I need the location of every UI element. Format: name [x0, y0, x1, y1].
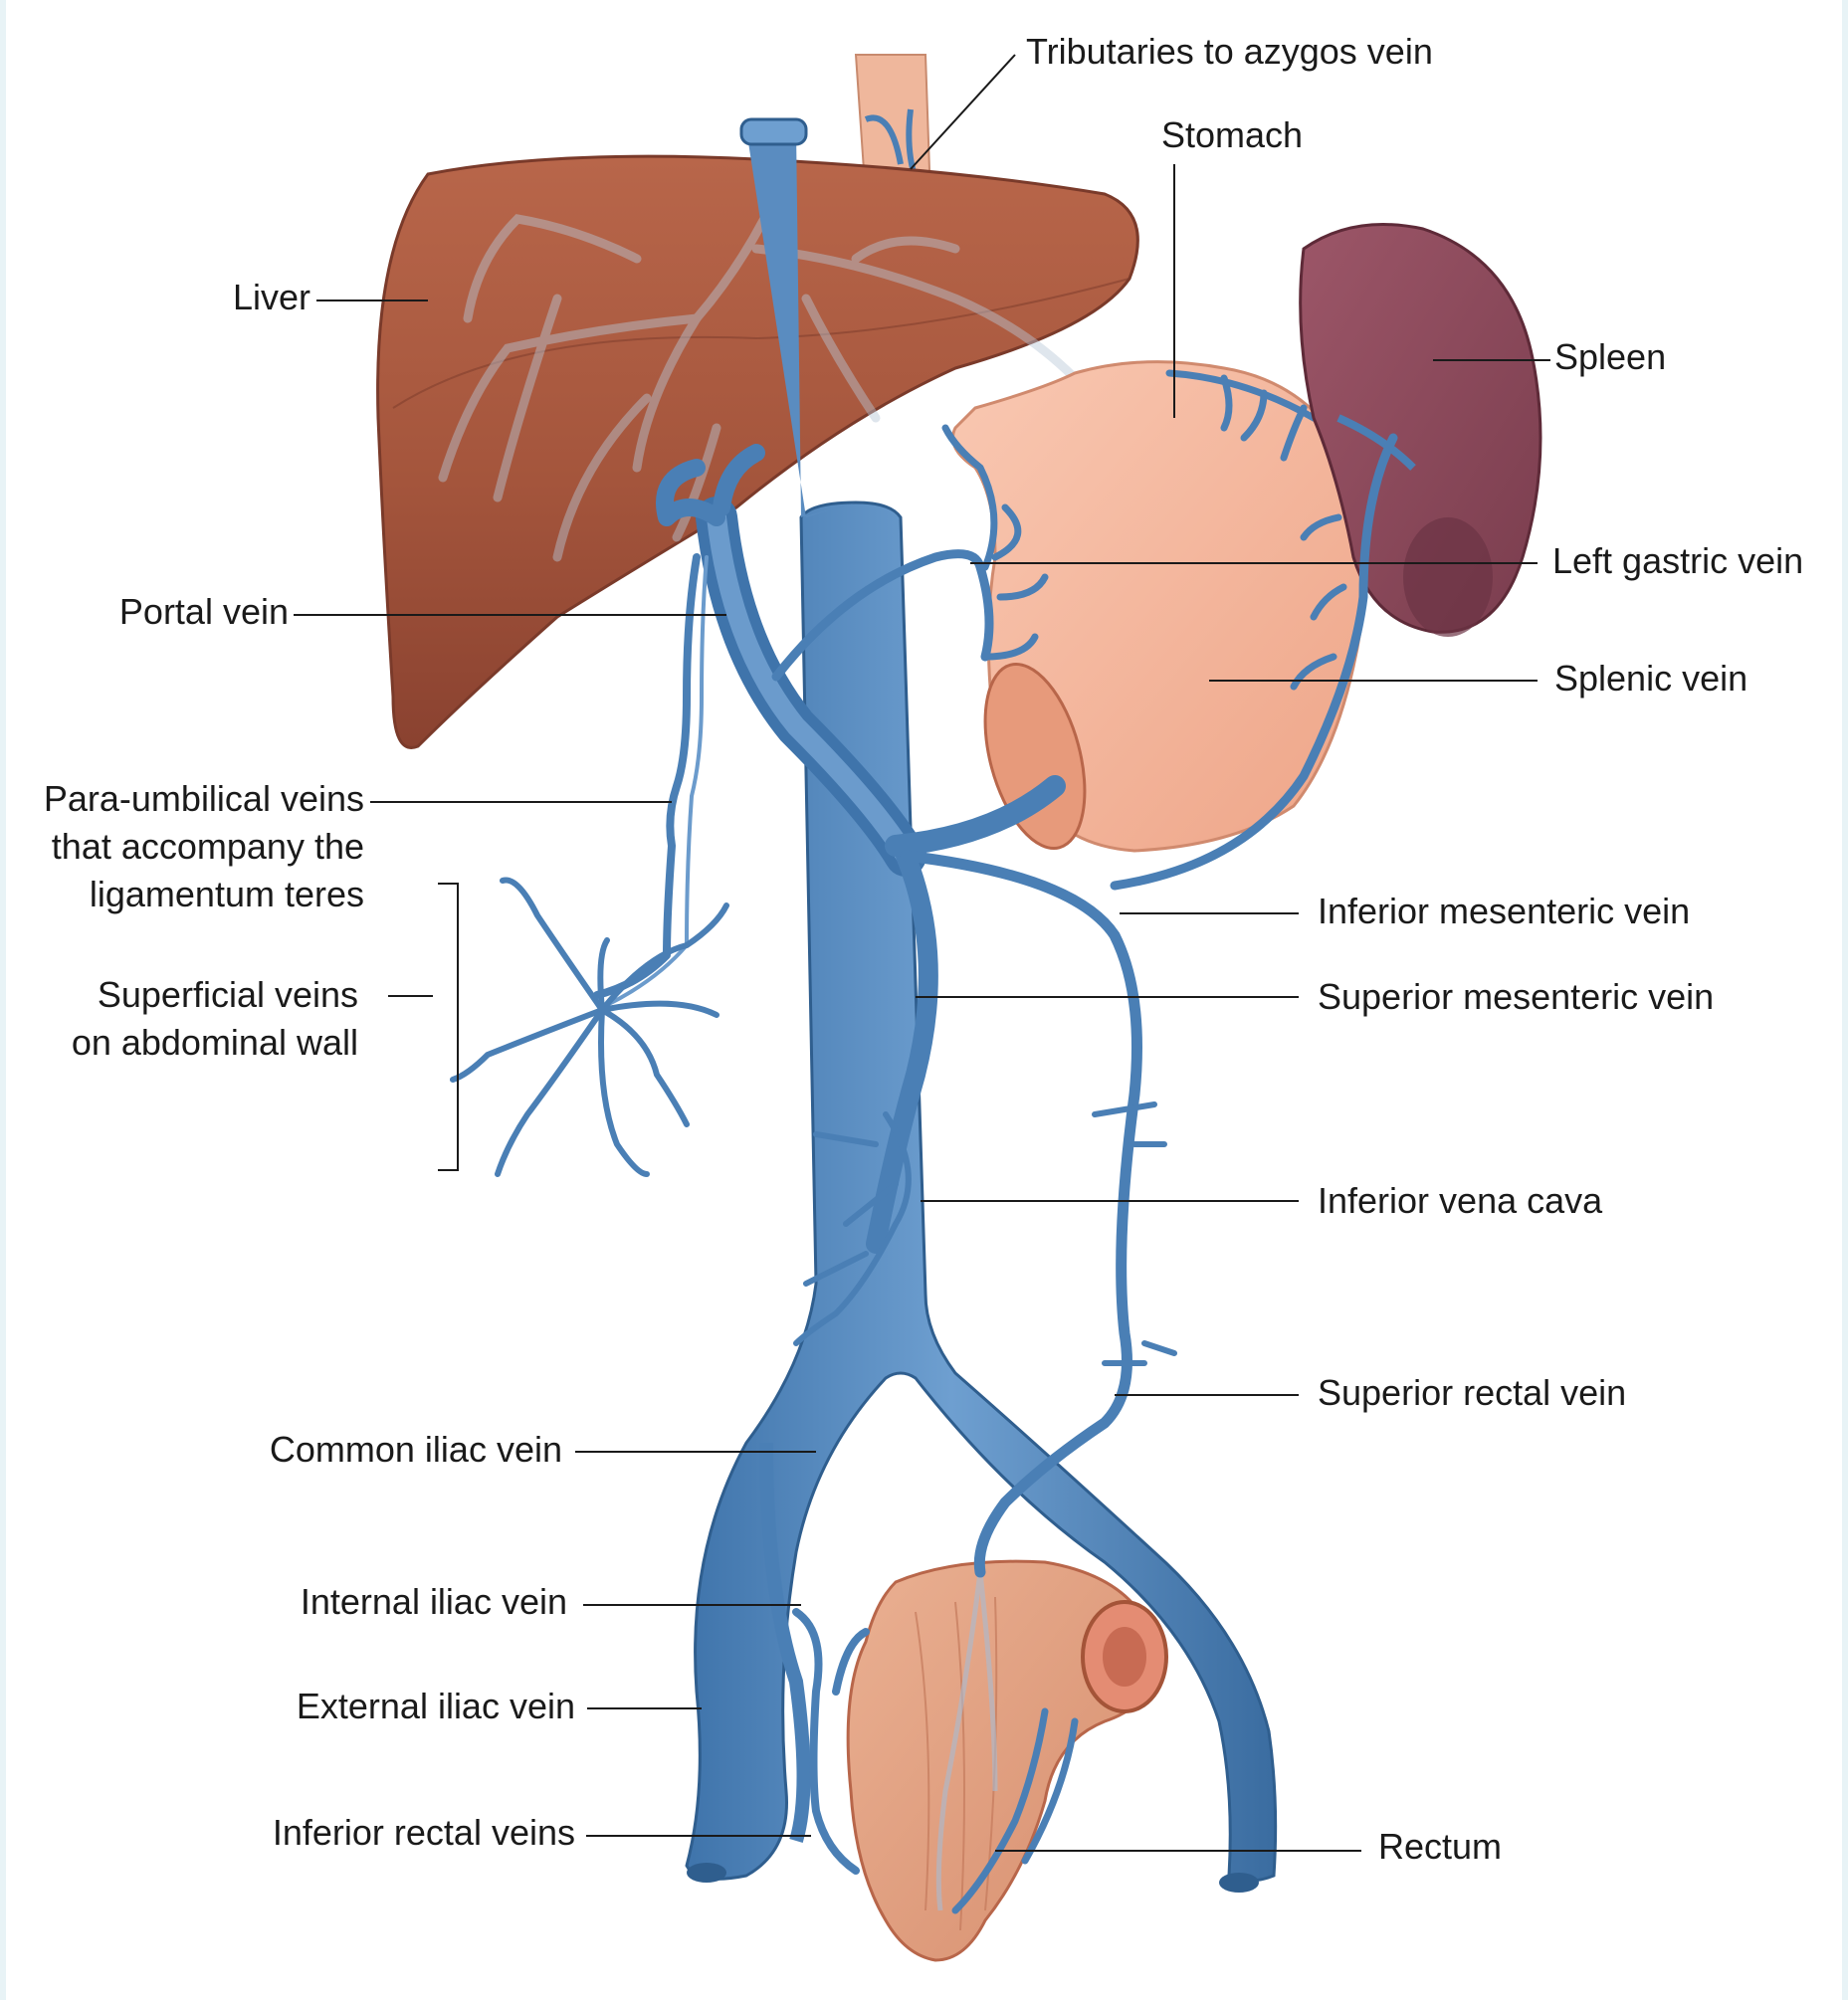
- label-splenic-vein: Splenic vein: [1554, 658, 1748, 699]
- label-inferior-vena-cava: Inferior vena cava: [1318, 1180, 1603, 1221]
- label-inferior-rectal-veins: Inferior rectal veins: [272, 1812, 575, 1853]
- label-para-umbilical-veins: Para-umbilical veins that accompany the …: [0, 775, 364, 918]
- label-portal-vein: Portal vein: [118, 591, 289, 632]
- label-tributaries-azygos: Tributaries to azygos vein: [1026, 31, 1433, 72]
- label-para-umbilical-line-2: that accompany the: [51, 826, 364, 867]
- label-para-umbilical-line-3: ligamentum teres: [89, 874, 364, 914]
- portal-venous-system: [593, 433, 1398, 1914]
- label-internal-iliac-vein: Internal iliac vein: [300, 1581, 567, 1622]
- label-superior-rectal-vein: Superior rectal vein: [1318, 1372, 1627, 1413]
- label-external-iliac-vein: External iliac vein: [296, 1686, 575, 1726]
- inferior-vena-cava-system: [685, 117, 1278, 1893]
- leader-lines: [294, 54, 1550, 1852]
- label-left-gastric-vein: Left gastric vein: [1552, 540, 1804, 581]
- label-liver: Liver: [232, 277, 310, 317]
- label-common-iliac-vein: Common iliac vein: [269, 1429, 562, 1470]
- label-rectum: Rectum: [1378, 1826, 1503, 1867]
- label-stomach: Stomach: [1161, 114, 1304, 155]
- rectum: [846, 1559, 1168, 1962]
- label-superficial-line-2: on abdominal wall: [71, 1022, 358, 1063]
- label-spleen: Spleen: [1554, 336, 1667, 377]
- label-superior-mesenteric-vein: Superior mesenteric vein: [1318, 976, 1715, 1017]
- spleen: [1299, 223, 1542, 637]
- label-inferior-mesenteric-vein: Inferior mesenteric vein: [1318, 891, 1691, 931]
- label-superficial-veins: Superficial veins on abdominal wall: [20, 971, 358, 1067]
- label-para-umbilical-line-1: Para-umbilical veins: [43, 778, 364, 819]
- label-superficial-line-1: Superficial veins: [97, 974, 358, 1015]
- superficial-abdominal-veins: [450, 877, 729, 1177]
